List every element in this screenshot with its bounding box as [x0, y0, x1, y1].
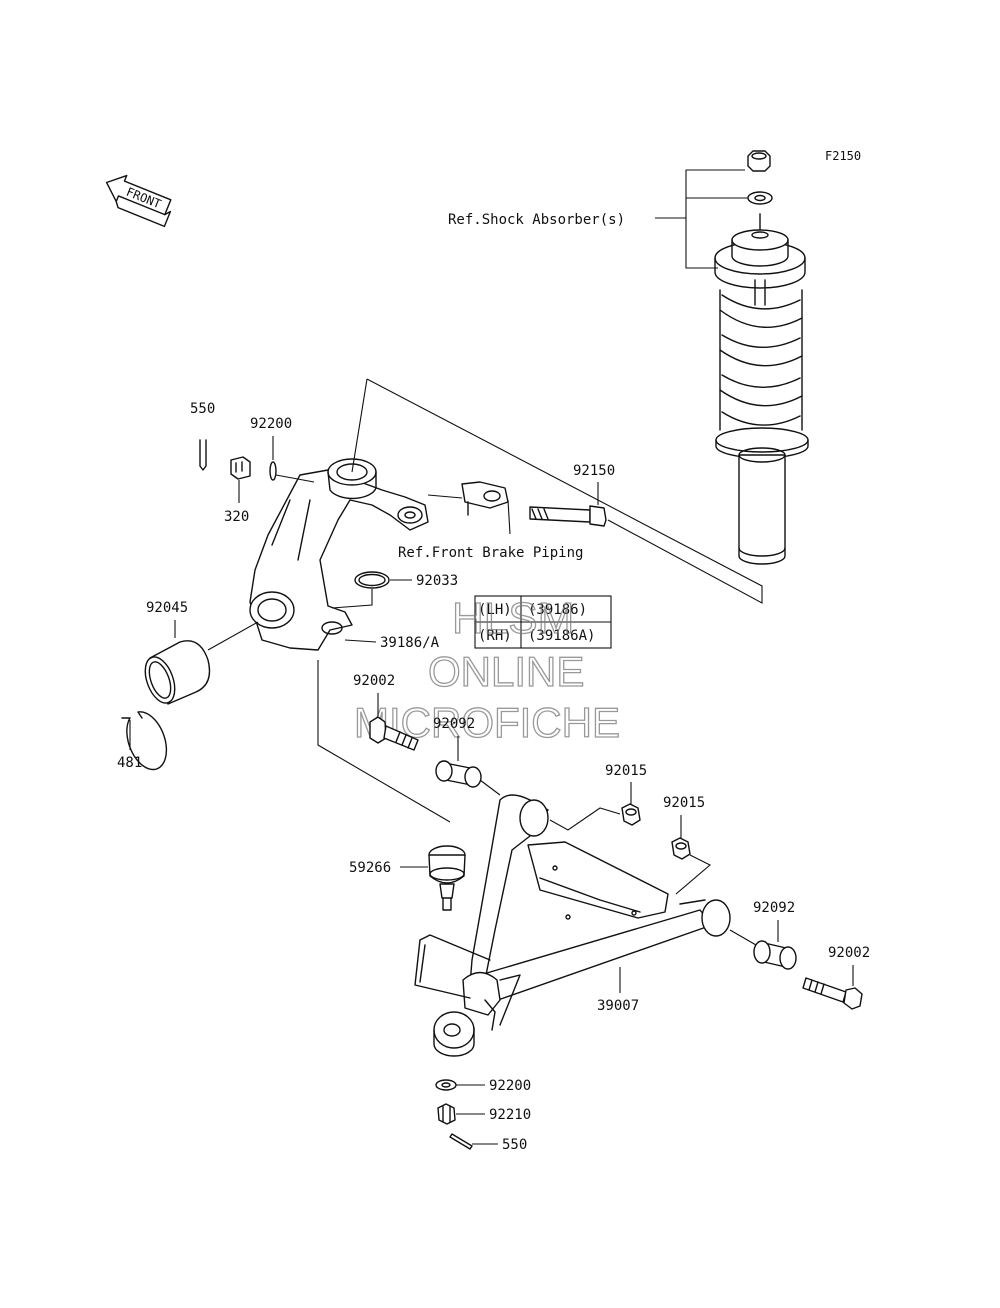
table-row-rh-side: (RH) [478, 628, 512, 644]
nut-92015-a-icon [621, 803, 641, 826]
part-label-92092-right: 92092 [753, 900, 795, 916]
part-label-92210: 92210 [489, 1107, 531, 1123]
bolt-92150-icon [529, 505, 607, 527]
part-label-550-top: 550 [190, 401, 215, 417]
washer-bottom-icon [435, 1079, 457, 1091]
part-label-92033: 92033 [416, 573, 458, 589]
snap-ring-icon [121, 711, 168, 771]
side-table: (LH) (39186) (RH) (39186A) [474, 595, 612, 649]
coil-spring [719, 289, 803, 431]
table-row-lh-side: (LH) [478, 602, 512, 618]
bushing-92092-left-icon [435, 760, 482, 788]
table-row-rh-part: (39186A) [528, 628, 595, 644]
table-row-lh-part: (39186) [528, 602, 587, 618]
part-label-59266: 59266 [349, 860, 391, 876]
cotter-pin-bottom-icon [449, 1133, 473, 1150]
washer-top-icon [269, 461, 277, 481]
part-label-92015-a: 92015 [605, 763, 647, 779]
part-label-39007: 39007 [597, 998, 639, 1014]
part-label-320: 320 [224, 509, 249, 525]
part-label-92045: 92045 [146, 600, 188, 616]
shock-absorber [714, 150, 809, 565]
part-label-550-bottom: 550 [502, 1137, 527, 1153]
part-label-92200-top: 92200 [250, 416, 292, 432]
ball-joint-icon [428, 845, 466, 911]
figure-code: F2150 [825, 149, 861, 163]
cotter-pin-top-icon [199, 439, 207, 471]
part-label-481: 481 [117, 755, 142, 771]
front-arrow-icon: FRONT [105, 174, 172, 228]
part-label-92015-b: 92015 [663, 795, 705, 811]
part-label-knuckle: 39186/A [380, 635, 440, 651]
part-label-92200-bottom: 92200 [489, 1078, 531, 1094]
nut-bottom-icon [437, 1103, 456, 1125]
part-label-92150: 92150 [573, 463, 615, 479]
watermark-line1: HLSM [452, 594, 574, 643]
part-label-92002-right: 92002 [828, 945, 870, 961]
o-ring-icon [354, 571, 390, 589]
bolt-92002-left-icon [369, 716, 419, 751]
ref-brake-piping-label: Ref.Front Brake Piping [398, 545, 583, 561]
part-label-92092-left: 92092 [433, 716, 475, 732]
a-arm [414, 794, 731, 1057]
nut-92015-b-icon [671, 837, 691, 860]
collar-92045-icon [144, 640, 211, 705]
brake-clamp-icon [461, 481, 509, 516]
ref-shock-absorber-label: Ref.Shock Absorber(s) [448, 212, 625, 228]
nut-320-icon [230, 456, 251, 480]
bolt-92002-right-icon [802, 977, 863, 1010]
shock-washer-icon [747, 191, 773, 205]
shock-top-nut-icon [747, 150, 771, 172]
part-label-92002-left: 92002 [353, 673, 395, 689]
bushing-92092-right-icon [753, 940, 797, 970]
watermark-line2: ONLINE [428, 648, 584, 695]
